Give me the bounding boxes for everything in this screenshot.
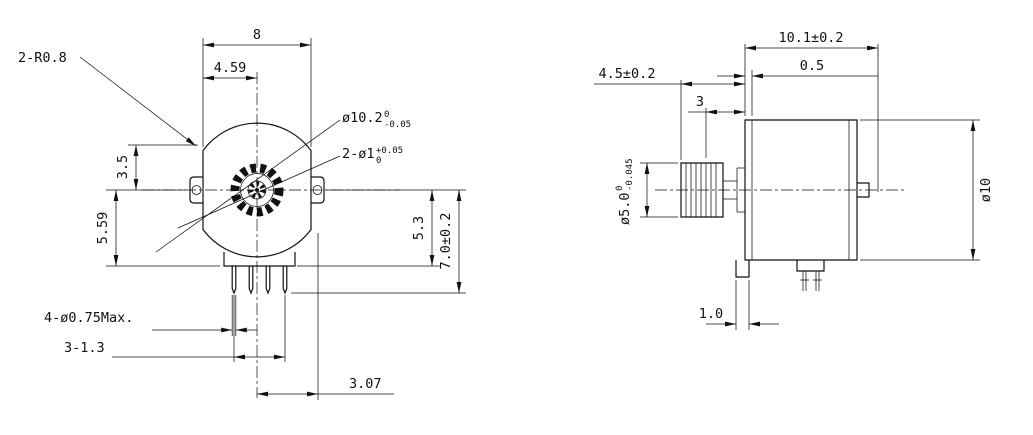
side-body-inner-lines [751, 120, 850, 260]
mounting-tabs [189, 176, 325, 204]
dim-height-upper-label: 3.5 [115, 155, 131, 179]
side-view: 10.1±0.2 0.5 4.5±0.2 3 ø5.0 0 -0.045 [594, 30, 994, 330]
side-pins [800, 271, 822, 291]
overall-length-label: 10.1±0.2 [778, 30, 843, 46]
gear-diameter-tol-lower: -0.045 [625, 158, 635, 191]
callout-mounting-holes: 2-ø1 +0.05 0 [177, 146, 403, 229]
gear-diameter-label-group: ø5.0 0 -0.045 [615, 158, 635, 225]
front-mounting-tab [735, 260, 750, 278]
dim-top-width-label: 8 [253, 27, 261, 43]
callout-corner-radius: 2-R0.8 [18, 50, 197, 147]
mounting-hole-right [312, 185, 323, 195]
leader-line [79, 56, 197, 147]
dim-depth-connector-label: 5.3 [411, 216, 427, 240]
body-diameter-label: ø10 [978, 178, 994, 202]
dim-hole-offset: 4.59 [203, 60, 257, 81]
dim-depth-pin-tip-label: 7.0±0.2 [438, 213, 454, 270]
mounting-hole-left [191, 185, 202, 195]
shaft-length-label: 4.5±0.2 [599, 66, 656, 82]
dim-top-width: 8 [203, 27, 311, 48]
side-body-outline [744, 119, 858, 261]
dim-shaft-length: 4.5±0.2 [594, 66, 745, 87]
front-view: 8 4.59 2-R0.8 ø10.2 0 -0.05 2-ø1 +0.05 0 [18, 27, 466, 400]
gear-center-dot [255, 188, 259, 192]
pilot-dia-tol-lower: -0.05 [384, 120, 411, 130]
dim-body-diameter: ø10 [970, 120, 994, 260]
leader-line [177, 155, 341, 229]
dim-hole-offset-label: 4.59 [214, 60, 247, 76]
callout-pilot-dia: ø10.2 0 -0.05 [155, 110, 411, 253]
dim-tab-thickness: 1.0 [699, 306, 779, 327]
pin-row-offset-label: 3.07 [349, 376, 382, 392]
corner-radius-label: 2-R0.8 [18, 50, 67, 66]
dim-pin-row-offset: 3.07 [257, 376, 394, 397]
dim-pin-pitch: 3-1.3 [64, 340, 285, 360]
dim-gear-diameter: ø5.0 0 -0.045 [615, 158, 650, 225]
tab-thickness-label: 1.0 [699, 306, 723, 322]
dim-plate-thickness: 0.5 [717, 58, 878, 79]
pin-diameter-label: 4-ø0.75Max. [44, 310, 133, 326]
front-extension-lines [106, 38, 466, 400]
dim-depth-pin-tip: 7.0±0.2 [438, 190, 462, 293]
pin-pitch-label: 3-1.3 [64, 340, 105, 356]
dim-pin-diameter: 4-ø0.75Max. [44, 310, 257, 333]
dim-gear-offset: 3 [688, 94, 745, 115]
pilot-dia-label: ø10.2 [342, 110, 383, 126]
plate-thickness-label: 0.5 [800, 58, 824, 74]
dim-depth-connector: 5.3 [411, 190, 435, 266]
mounting-holes-tol-lower: 0 [376, 156, 381, 166]
side-gear-teeth-lines [685, 163, 717, 217]
pilot-dia-tol-upper: 0 [384, 110, 389, 120]
dim-height-upper: 3.5 [115, 145, 139, 190]
gear-root-circle [240, 173, 274, 207]
gear-hub-circle [247, 180, 267, 200]
connector-pins [231, 266, 288, 295]
connector-body [223, 252, 296, 267]
leader-line [155, 119, 341, 253]
dim-height-lower-label: 5.59 [95, 212, 111, 245]
mounting-holes-tol-upper: +0.05 [376, 146, 403, 156]
gear-teeth-ring [230, 163, 284, 217]
side-extension-lines [640, 44, 980, 330]
gear-diameter-tol-upper: 0 [615, 186, 625, 191]
mounting-holes-label: 2-ø1 [342, 146, 375, 162]
gear-offset-label: 3 [696, 94, 704, 110]
side-gear-outline [680, 162, 724, 218]
side-shaft [723, 167, 745, 213]
dim-height-lower: 5.59 [95, 190, 119, 266]
rear-shaft-stub [857, 182, 870, 198]
motor-body-outline [202, 122, 312, 258]
gear-diameter-label: ø5.0 [617, 192, 633, 225]
dim-overall-length: 10.1±0.2 [745, 30, 878, 51]
side-connector [796, 260, 825, 272]
